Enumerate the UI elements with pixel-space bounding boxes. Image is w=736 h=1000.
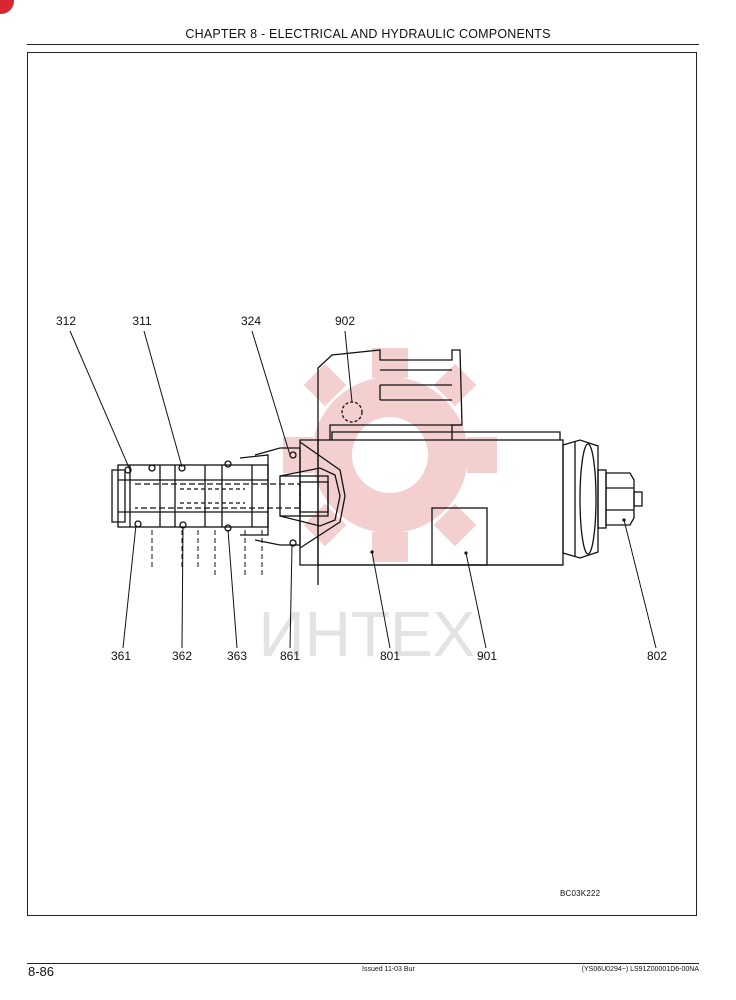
header-divider: [27, 44, 699, 45]
valve-linework: [111, 349, 643, 585]
chapter-title: CHAPTER 8 - ELECTRICAL AND HYDRAULIC COM…: [185, 27, 551, 41]
figure-frame: [27, 52, 697, 916]
callout-802: 802: [647, 649, 667, 663]
callout-leaders: [69, 330, 657, 649]
callout-311: 311: [132, 314, 151, 328]
callout-362: 362: [172, 649, 192, 663]
figure-code: BC03K222: [560, 889, 601, 898]
callout-361: 361: [111, 649, 131, 663]
callout-801: 801: [380, 649, 400, 663]
watermark-text: ИНТЕХ: [259, 598, 476, 670]
callout-902: 902: [335, 314, 355, 328]
callout-901: 901: [477, 649, 497, 663]
issue-info: Issued 11-03 Bur: [362, 966, 415, 973]
callout-861: 861: [280, 649, 300, 663]
leader-dots: [370, 518, 626, 555]
page-number: 8-86: [28, 964, 55, 979]
callout-312: 312: [56, 314, 76, 328]
document-reference: (YS06U0294~) LS91Z00001D6-00NA: [581, 966, 699, 973]
watermark-gear: [283, 348, 497, 562]
callout-363: 363: [227, 649, 247, 663]
footer-divider: [27, 963, 699, 964]
callout-324: 324: [241, 314, 261, 328]
